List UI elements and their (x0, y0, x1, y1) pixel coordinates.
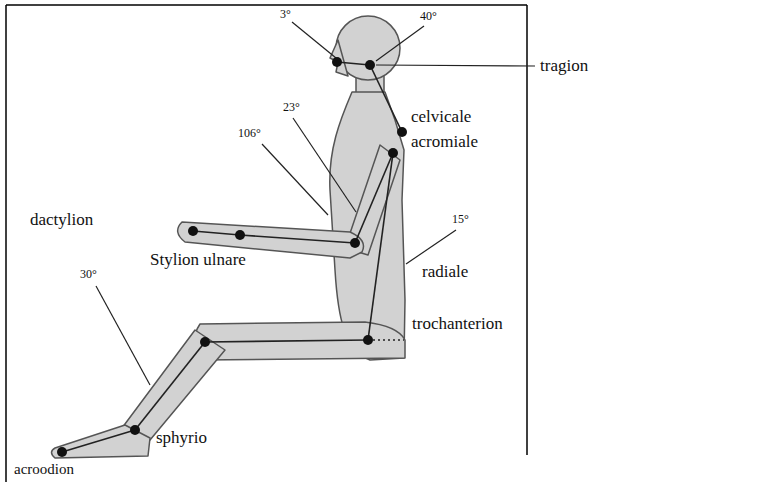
body-silhouette (52, 16, 406, 458)
landmark-name: celvicale (411, 107, 471, 127)
landmark-name: acroodion (14, 461, 74, 478)
angle-value: 40° (420, 10, 437, 24)
leader-lines (96, 22, 535, 385)
frame (6, 5, 527, 482)
landmark-name: Stylion ulnare (150, 250, 246, 270)
angle-value: 23° (283, 101, 300, 115)
landmark-name: sphyrio (156, 428, 207, 448)
angle-value: 15° (452, 213, 469, 227)
landmark-name: dactylion (30, 210, 93, 230)
landmark-name: acromiale (411, 132, 478, 152)
angle-value: 3° (280, 8, 291, 22)
landmark-name: radiale (422, 262, 468, 282)
landmark-dots (57, 57, 407, 457)
angle-value: 106° (238, 127, 261, 141)
landmark-name: trochanterion (412, 314, 503, 334)
landmark-name: tragion (540, 56, 588, 76)
link-lines (62, 62, 404, 452)
angle-value: 30° (80, 268, 97, 282)
